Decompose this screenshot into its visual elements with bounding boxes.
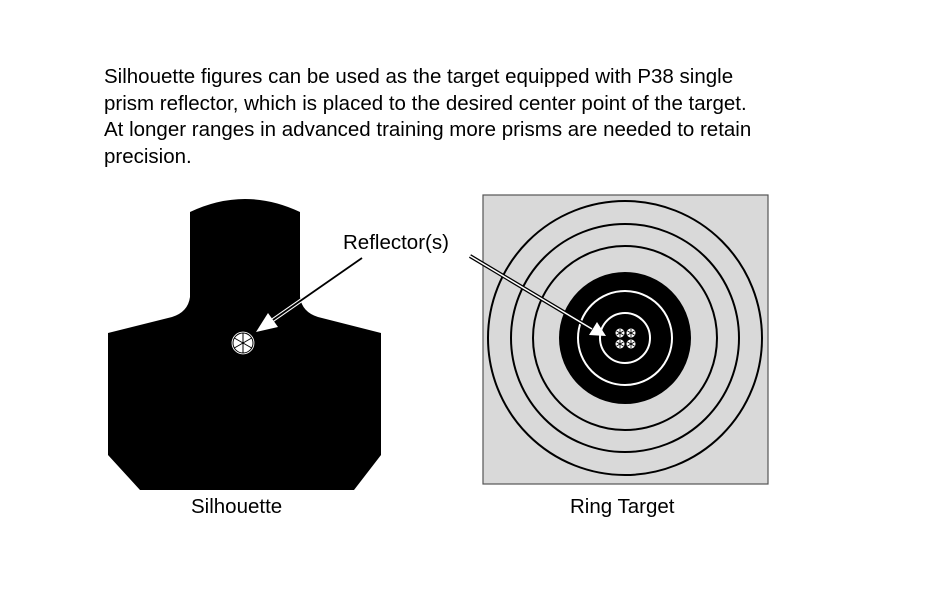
silhouette-arrow bbox=[256, 256, 364, 332]
paragraph-line: prism reflector, which is placed to the … bbox=[104, 91, 747, 115]
ring-target-arrow bbox=[468, 254, 606, 336]
description-paragraph: Silhouette figures can be used as the ta… bbox=[104, 64, 751, 170]
paragraph-line: Silhouette figures can be used as the ta… bbox=[104, 65, 734, 88]
paragraph-line: At longer ranges in advanced training mo… bbox=[104, 118, 752, 141]
inner-ring bbox=[577, 290, 673, 386]
reflector-icon bbox=[230, 330, 256, 356]
ring-target-caption: Ring Target bbox=[570, 495, 675, 518]
paragraph-line: precision. bbox=[104, 144, 192, 168]
silhouette-caption: Silhouette bbox=[191, 495, 283, 518]
center-ring bbox=[599, 312, 651, 364]
reflector-callout-label: Reflector(s) bbox=[343, 231, 449, 254]
ring-target-rings bbox=[487, 200, 763, 476]
